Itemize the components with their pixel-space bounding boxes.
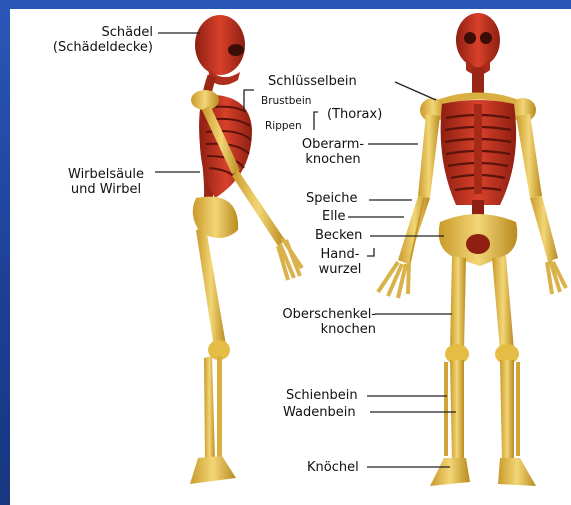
side-femur (196, 228, 226, 348)
front-femur-left (450, 256, 466, 350)
label-wirbelsaeule-line2: und Wirbel (60, 182, 152, 197)
front-forearm-left (398, 196, 430, 264)
front-skeleton (378, 13, 566, 486)
label-oberschenkel-line1: Oberschenkel- (258, 307, 376, 322)
label-brustbein: Brustbein (261, 95, 311, 107)
front-tibia-right (500, 360, 514, 460)
front-forearm-right (530, 196, 558, 262)
label-wirbelsaeule: Wirbelsäule und Wirbel (60, 167, 152, 197)
label-schaedel-line2: (Schädeldecke) (53, 40, 153, 55)
front-tibia-left (450, 360, 464, 460)
front-femur-right (492, 256, 514, 350)
label-knoechel: Knöchel (307, 460, 359, 475)
side-forearm (232, 170, 285, 246)
label-schluesselbein: Schlüsselbein (268, 74, 357, 89)
label-oberarm: Oberarm- knochen (294, 137, 372, 167)
label-becken: Becken (315, 228, 362, 243)
side-foot (190, 456, 236, 484)
front-skull (456, 13, 500, 67)
label-handwurzel: Hand- wurzel (310, 247, 370, 277)
side-tibia (204, 356, 215, 462)
diagram-canvas: Schädel (Schädeldecke) Schlüsselbein Bru… (10, 9, 571, 505)
label-oberschenkel-line2: knochen (258, 322, 376, 337)
label-elle: Elle (322, 209, 345, 224)
label-wirbelsaeule-line1: Wirbelsäule (60, 167, 152, 182)
label-schaedel: Schädel (Schädeldecke) (53, 25, 153, 55)
label-oberarm-line1: Oberarm- (294, 137, 372, 152)
label-speiche: Speiche (306, 191, 358, 206)
label-rippen: Rippen (265, 120, 302, 132)
label-oberarm-line2: knochen (294, 152, 372, 167)
front-upper-arm-right (516, 114, 542, 198)
label-thorax: (Thorax) (327, 107, 382, 122)
front-upper-arm-left (418, 114, 440, 198)
label-oberschenkel: Oberschenkel- knochen (258, 307, 376, 337)
front-foot-left (430, 458, 470, 486)
label-handwurzel-line1: Hand- (310, 247, 370, 262)
label-schienbein: Schienbein (286, 388, 358, 403)
label-schaedel-line1: Schädel (53, 25, 153, 40)
front-foot-right (498, 458, 536, 486)
label-wadenbein: Wadenbein (283, 405, 356, 420)
label-handwurzel-line2: wurzel (310, 262, 370, 277)
